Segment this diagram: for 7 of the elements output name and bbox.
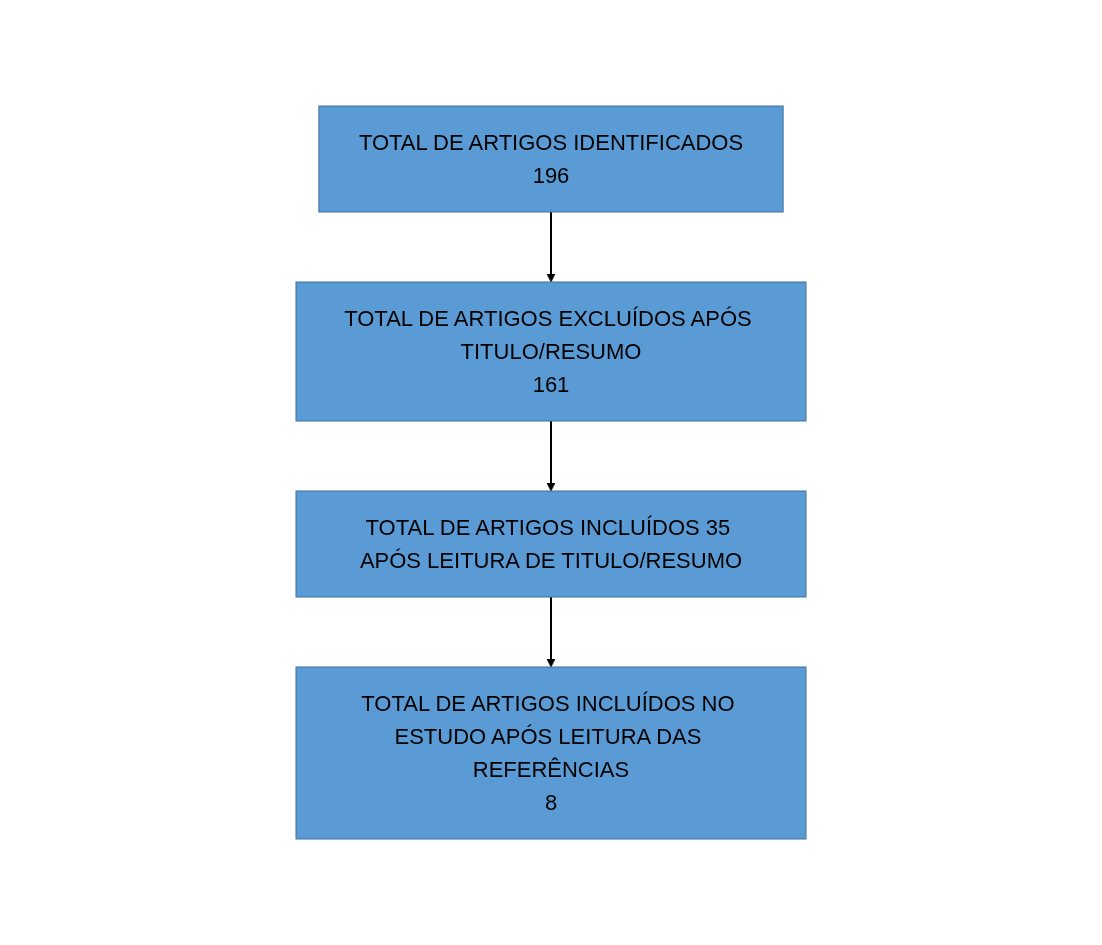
node-box: TOTAL DE ARTIGOS IDENTIFICADOS 196 <box>318 105 784 213</box>
arrow <box>546 596 556 668</box>
node-box: TOTAL DE ARTIGOS EXCLUÍDOS APÓS TITULO/RESUMO 161 <box>295 281 807 422</box>
arrow <box>546 420 556 492</box>
node-box: TOTAL DE ARTIGOS INCLUÍDOS 35 APÓS LEITURA DE TITULO/RESUMO <box>295 490 807 598</box>
arrow <box>546 211 556 283</box>
node-box: TOTAL DE ARTIGOS INCLUÍDOS NO ESTUDO APÓS LEITURA DAS REFERÊNCIAS 8 <box>295 666 807 840</box>
